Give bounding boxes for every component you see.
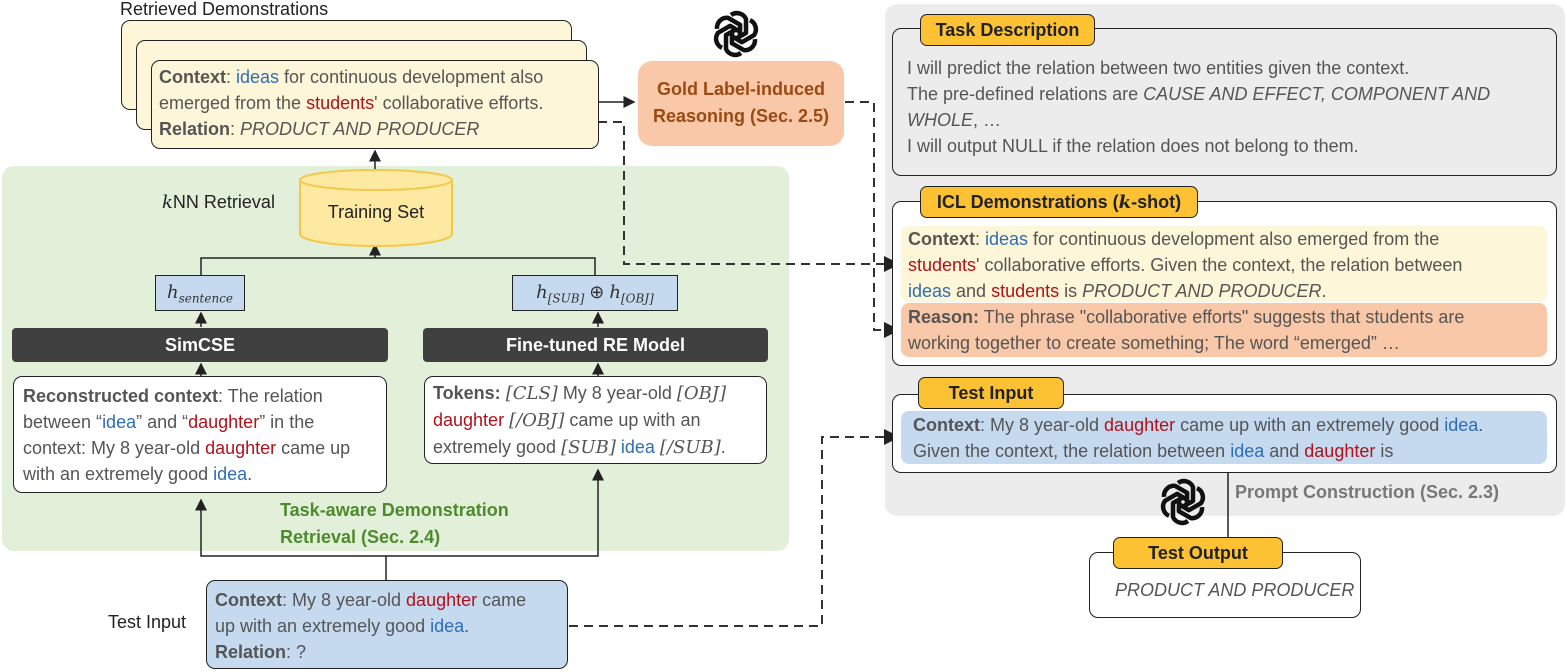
- test-output-tag: Test Output: [1113, 537, 1283, 569]
- test-input-prompt-text: Context: My 8 year-old daughter came up …: [901, 411, 1547, 464]
- demo-card-front: Context: ideas for continuous developmen…: [151, 60, 599, 149]
- openai-logo-icon: [1160, 478, 1206, 526]
- test-output-value: PRODUCT AND PRODUCER: [1115, 580, 1355, 600]
- training-set-label: Training Set: [327, 202, 425, 222]
- test-input-tag: Test Input: [918, 377, 1064, 409]
- test-input-box: Context: My 8 year-old daughter came up …: [206, 580, 568, 669]
- retrieved-heading: Retrieved Demonstrations: [120, 0, 329, 19]
- h-sentence-box: hsentence: [155, 275, 245, 311]
- simcse-bar: SimCSE: [12, 328, 388, 362]
- gold-label-reasoning-box: Gold Label-induced Reasoning (Sec. 2.5): [638, 61, 844, 146]
- dashed-gold-to-reason: [845, 101, 900, 338]
- icl-reason: Reason: The phrase "collaborative effort…: [901, 303, 1547, 357]
- dashed-input-to-test: [569, 429, 900, 627]
- reconstructed-context-box: Reconstructed context: The relation betw…: [13, 376, 387, 493]
- re-model-bar: Fine-tuned RE Model: [423, 328, 768, 362]
- task-description-text: I will predict the relation between two …: [907, 58, 1491, 156]
- test-input-side-label: Test Input: [108, 612, 187, 632]
- training-set-cylinder: [299, 169, 453, 247]
- retrieval-caption: Task-aware Demonstration Retrieval (Sec.…: [280, 500, 509, 547]
- openai-logo-icon: [713, 10, 759, 58]
- arrow-input-to-reconstructed: [195, 498, 387, 580]
- prompt-construction-caption: Prompt Construction (Sec. 2.3): [1235, 482, 1500, 502]
- icl-demonstrations-tag: ICL Demonstrations (k-shot): [920, 186, 1198, 218]
- dashed-demos-to-icl: [598, 121, 900, 272]
- icl-demo-example: Context: ideas for continuous developmen…: [901, 226, 1547, 302]
- task-description-tag: Task Description: [920, 14, 1095, 46]
- arrow-input-to-tokens: [386, 468, 604, 557]
- knn-retrieval-label: kNN Retrieval: [162, 192, 275, 213]
- task-description-box: [892, 28, 1557, 176]
- h-pair-box: h[SUB] ⊕ h[OBJ]: [512, 275, 678, 311]
- tokens-box: Tokens: [CLS] My 8 year-old [OBJ] daught…: [424, 376, 767, 464]
